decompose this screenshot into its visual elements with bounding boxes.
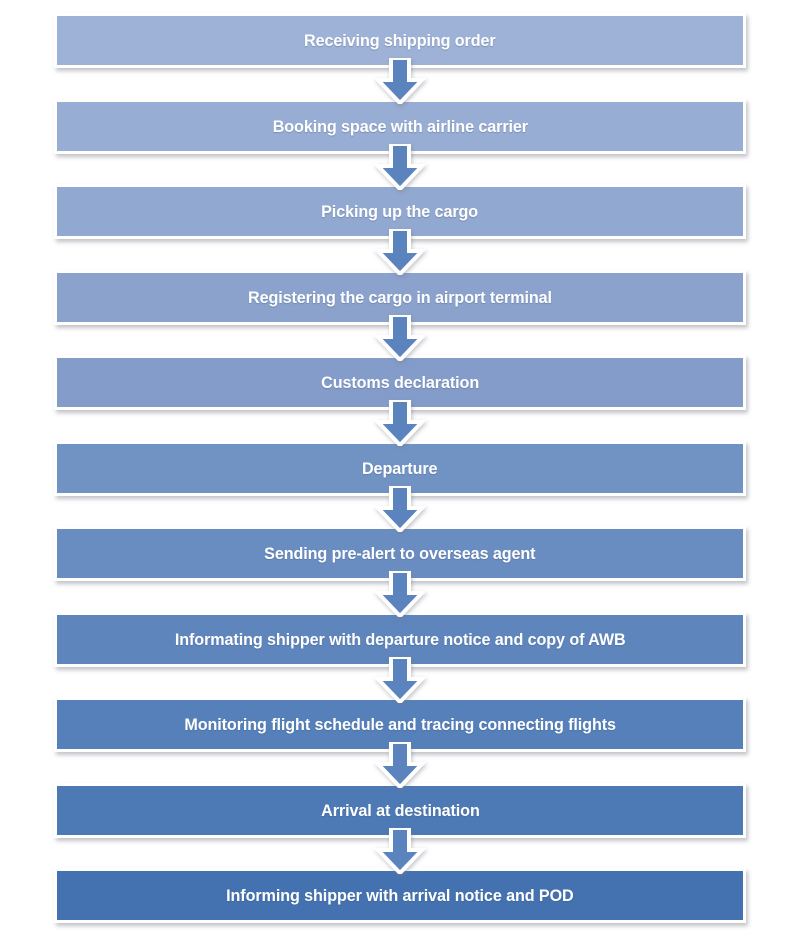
flow-step-10[interactable]: Arrival at destination [54, 782, 746, 838]
flow-step-3[interactable]: Picking up the cargo [54, 184, 746, 239]
flow-step-label: Departure [362, 458, 438, 478]
flow-step-label: Picking up the cargo [321, 202, 479, 221]
flow-step-11[interactable]: Informing shipper with arrival notice an… [54, 868, 746, 923]
flow-step-2[interactable]: Booking space with airline carrier [54, 98, 746, 154]
flow-step-label: Customs declaration [321, 373, 479, 392]
flow-step-label: Informating shipper with departure notic… [174, 629, 626, 649]
flow-step-label: Monitoring flight schedule and tracing c… [184, 715, 616, 734]
flow-step-1[interactable]: Receiving shipping order [54, 13, 746, 68]
flow-step-7[interactable]: Sending pre-alert to overseas agent [54, 526, 746, 581]
flow-step-label: Receiving shipping order [304, 31, 496, 50]
flow-step-6[interactable]: Departure [54, 440, 746, 496]
flow-step-label: Arrival at destination [320, 800, 480, 820]
flow-step-9[interactable]: Monitoring flight schedule and tracing c… [54, 697, 746, 752]
flow-step-label: Informing shipper with arrival notice an… [226, 886, 574, 905]
flow-step-8[interactable]: Informating shipper with departure notic… [54, 611, 746, 667]
flow-step-5[interactable]: Customs declaration [54, 355, 746, 410]
flow-step-label: Booking space with airline carrier [272, 116, 528, 136]
flow-step-4[interactable]: Registering the cargo in airport termina… [54, 269, 746, 325]
flow-step-label: Registering the cargo in airport termina… [248, 287, 552, 307]
flow-step-label: Sending pre-alert to overseas agent [264, 544, 536, 563]
